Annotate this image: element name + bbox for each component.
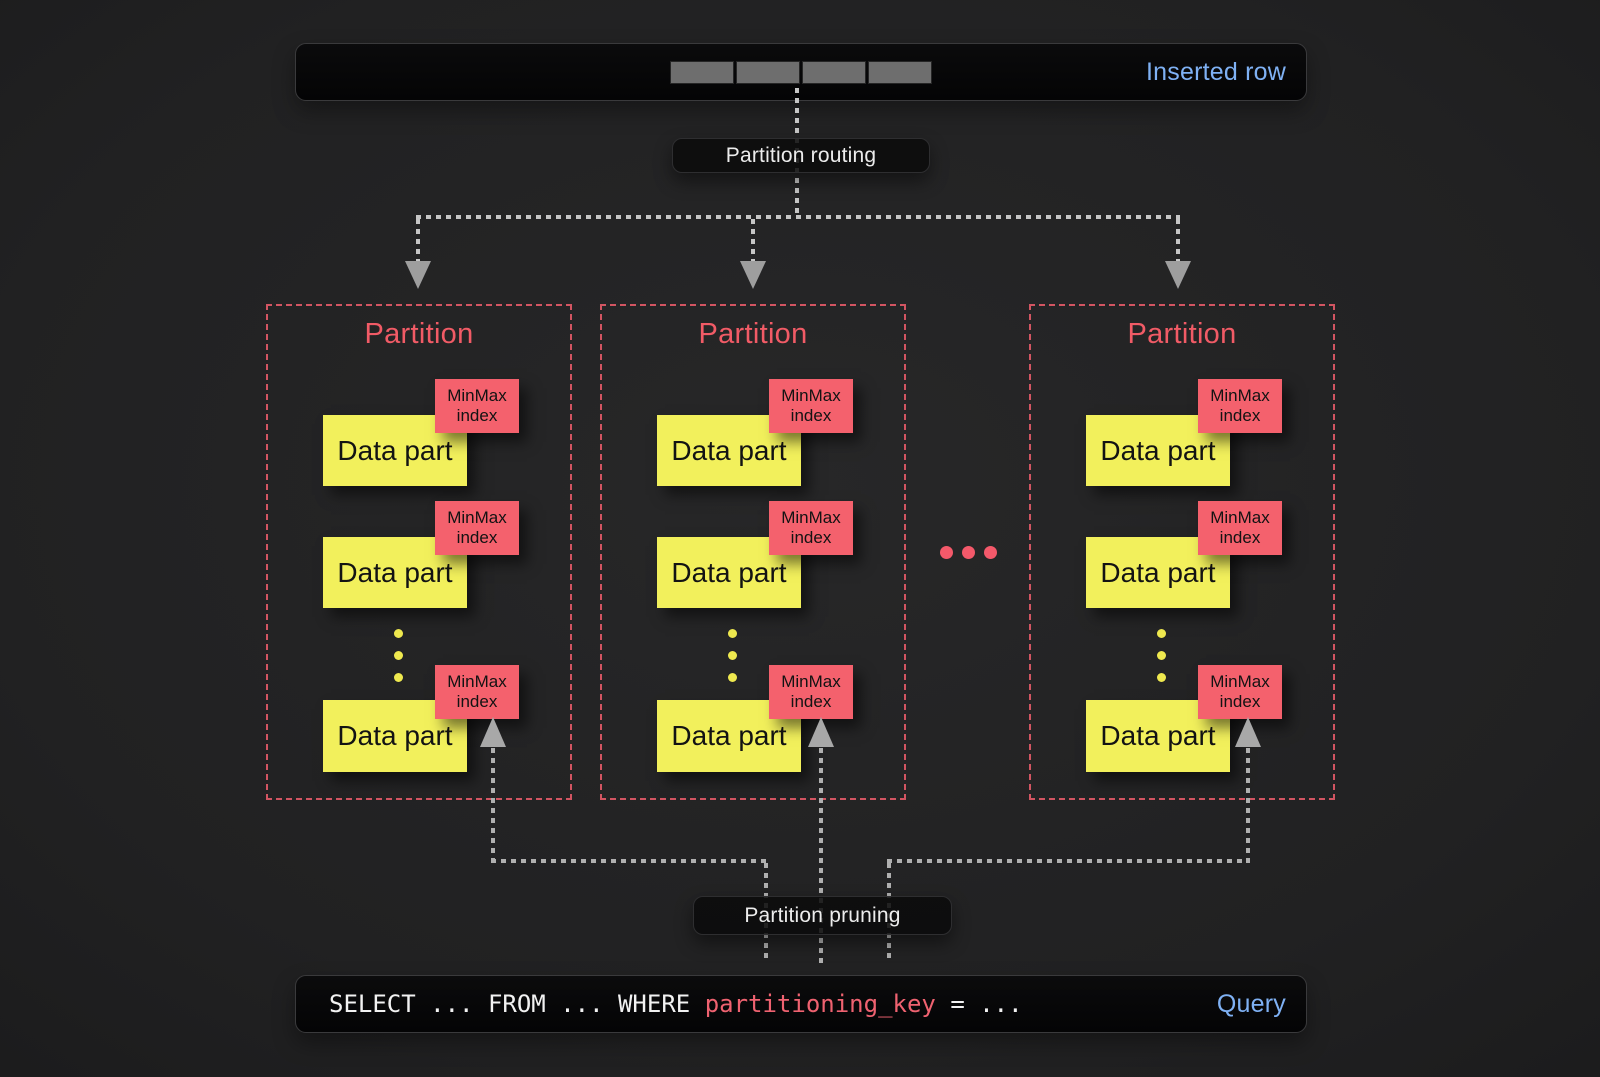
minmax-line2: index	[1219, 406, 1261, 425]
minmax-index-tag: MinMax index	[1198, 665, 1282, 719]
inserted-row-bar: Inserted row	[295, 43, 1307, 101]
minmax-line2: index	[1219, 528, 1261, 547]
more-partitions-ellipsis-dot	[984, 546, 997, 559]
minmax-line1: MinMax	[781, 507, 841, 527]
query-partitioning-key: partitioning_key	[704, 990, 936, 1018]
minmax-index-tag: MinMax index	[1198, 379, 1282, 433]
partition-title: Partition	[364, 318, 474, 350]
arrow-down-icon	[405, 261, 431, 289]
pruning-connector-line	[887, 859, 1250, 863]
minmax-index-tag: MinMax index	[769, 379, 853, 433]
more-parts-ellipsis-dot	[728, 651, 737, 660]
minmax-line1: MinMax	[1210, 385, 1270, 405]
minmax-line2: index	[456, 406, 498, 425]
partition-box-3: Partition Data part MinMax index Data pa…	[1029, 304, 1335, 800]
more-partitions-ellipsis-dot	[940, 546, 953, 559]
pruning-connector-line	[1246, 748, 1250, 863]
minmax-line2: index	[790, 528, 832, 547]
query-sql-text: SELECT ... FROM ... WHERE partitioning_k…	[329, 976, 1023, 1032]
query-equals-fragment: = ...	[935, 990, 1023, 1018]
minmax-line2: index	[790, 692, 832, 711]
row-cell	[868, 61, 932, 84]
partition-title: Partition	[1127, 318, 1237, 350]
pruning-connector-line	[491, 748, 495, 863]
query-label: Query	[1216, 989, 1286, 1018]
partition-title: Partition	[698, 318, 808, 350]
minmax-index-tag: MinMax index	[435, 379, 519, 433]
more-parts-ellipsis-dot	[728, 629, 737, 638]
minmax-line2: index	[1219, 692, 1261, 711]
more-parts-ellipsis-dot	[394, 651, 403, 660]
arrow-down-icon	[1165, 261, 1191, 289]
query-select-fragment: SELECT ... FROM ... WHERE	[329, 990, 705, 1018]
more-parts-ellipsis-dot	[1157, 651, 1166, 660]
minmax-index-tag: MinMax index	[769, 665, 853, 719]
inserted-row-cells	[670, 61, 932, 84]
minmax-line1: MinMax	[1210, 507, 1270, 527]
minmax-line1: MinMax	[781, 671, 841, 691]
minmax-line1: MinMax	[447, 671, 507, 691]
more-parts-ellipsis-dot	[394, 673, 403, 682]
minmax-index-tag: MinMax index	[435, 665, 519, 719]
data-part-box: Data part	[323, 700, 467, 772]
routing-branch-line-left	[416, 219, 420, 263]
more-partitions-ellipsis-dot	[962, 546, 975, 559]
more-parts-ellipsis-dot	[1157, 673, 1166, 682]
arrow-up-icon	[808, 717, 834, 747]
minmax-line1: MinMax	[447, 507, 507, 527]
minmax-line1: MinMax	[1210, 671, 1270, 691]
partition-pruning-label: Partition pruning	[693, 896, 952, 935]
row-cell	[670, 61, 734, 84]
query-bar: SELECT ... FROM ... WHERE partitioning_k…	[295, 975, 1307, 1033]
row-cell	[802, 61, 866, 84]
minmax-line2: index	[456, 692, 498, 711]
arrow-up-icon	[1235, 717, 1261, 747]
arrow-up-icon	[480, 717, 506, 747]
more-parts-ellipsis-dot	[1157, 629, 1166, 638]
row-cell	[736, 61, 800, 84]
minmax-line2: index	[790, 406, 832, 425]
routing-branch-line-right	[1176, 219, 1180, 263]
partition-box-1: Partition Data part MinMax index Data pa…	[266, 304, 572, 800]
routing-branch-line-middle	[751, 219, 755, 263]
partition-box-2: Partition Data part MinMax index Data pa…	[600, 304, 906, 800]
partition-routing-label: Partition routing	[672, 138, 930, 173]
minmax-index-tag: MinMax index	[435, 501, 519, 555]
pruning-connector-line	[491, 859, 770, 863]
minmax-index-tag: MinMax index	[1198, 501, 1282, 555]
more-parts-ellipsis-dot	[728, 673, 737, 682]
minmax-line1: MinMax	[447, 385, 507, 405]
minmax-line1: MinMax	[781, 385, 841, 405]
minmax-line2: index	[456, 528, 498, 547]
data-part-box: Data part	[1086, 415, 1230, 486]
minmax-index-tag: MinMax index	[769, 501, 853, 555]
arrow-down-icon	[740, 261, 766, 289]
inserted-row-label: Inserted row	[1146, 57, 1286, 86]
pruning-connector-line	[819, 748, 823, 963]
routing-distributor-line	[416, 215, 1180, 219]
more-parts-ellipsis-dot	[394, 629, 403, 638]
